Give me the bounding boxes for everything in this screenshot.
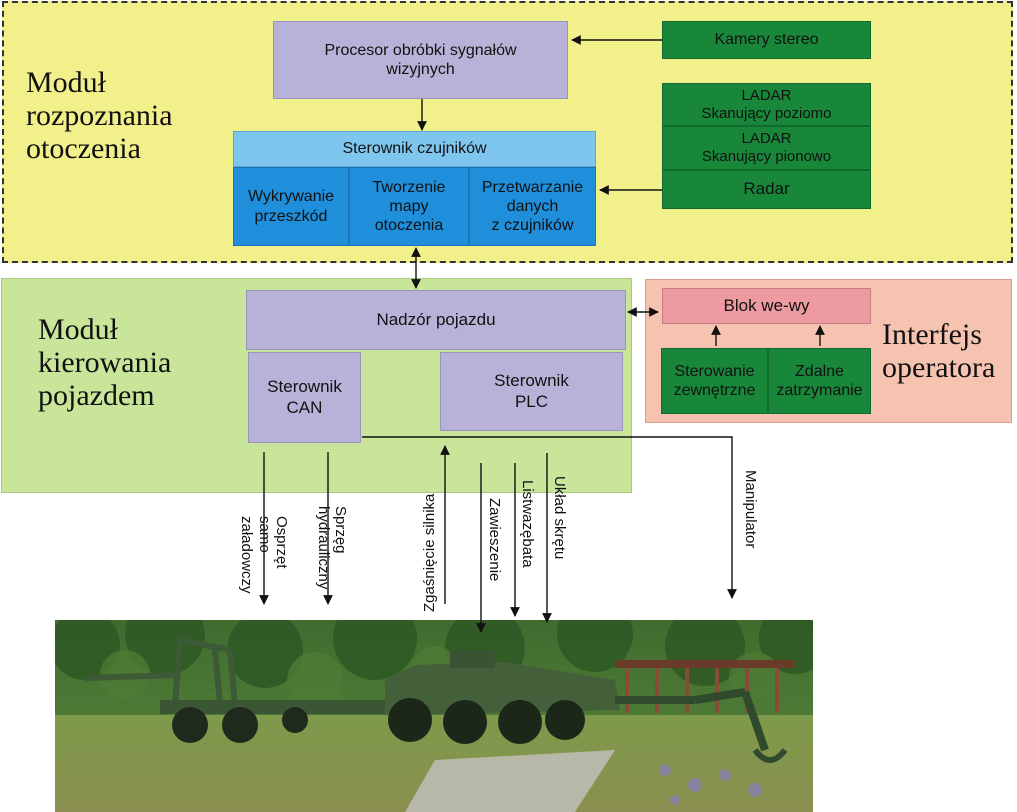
can-controller-block: Sterownik CAN — [248, 352, 361, 443]
label-rack-gear: Listwazębata — [519, 480, 536, 568]
remote-stop-block: Zdalne zatrzymanie — [768, 348, 871, 414]
vehicle-photo — [55, 620, 813, 812]
plc-controller-block: Sterownik PLC — [440, 352, 623, 431]
operator-interface-title: Interfejs operatora — [882, 318, 996, 384]
sensor-controller-block: Sterownik czujników — [233, 131, 596, 167]
external-control-block: Sterowanie zewnętrzne — [661, 348, 768, 414]
label-suspension: Zawieszenie — [486, 498, 503, 582]
label-hydraulic-coupling: Sprzęg hydrauliczny — [314, 506, 349, 590]
vehicle-photo-drawing — [55, 620, 813, 812]
label-loader-equipment: Osprzęt samo- załadowczy — [238, 516, 291, 594]
label-manipulator: Manipulator — [742, 470, 759, 549]
obstacle-detection-block: Wykrywanie przeszkód — [233, 167, 349, 246]
steering-module-title: Moduł kierowania pojazdem — [38, 313, 172, 412]
sensor-data-processing-block: Przetwarzanie danych z czujników — [469, 167, 596, 246]
signal-processor-block: Procesor obróbki sygnałów wizyjnych — [273, 21, 568, 99]
label-engine-shutdown: Zgaśnięcie silnika — [421, 493, 438, 612]
vehicle-supervision-block: Nadzór pojazdu — [246, 290, 626, 350]
ladar-horizontal-block: LADAR Skanujący poziomo — [662, 83, 871, 126]
stereo-cameras-block: Kamery stereo — [662, 21, 871, 59]
io-block: Blok we-wy — [662, 288, 871, 324]
ladar-vertical-block: LADAR Skanujący pionowo — [662, 126, 871, 170]
recognition-module-title: Moduł rozpoznania otoczenia — [26, 66, 173, 165]
radar-block: Radar — [662, 170, 871, 209]
map-building-block: Tworzenie mapy otoczenia — [349, 167, 469, 246]
label-steering-system: Układ skrętu — [551, 476, 568, 560]
